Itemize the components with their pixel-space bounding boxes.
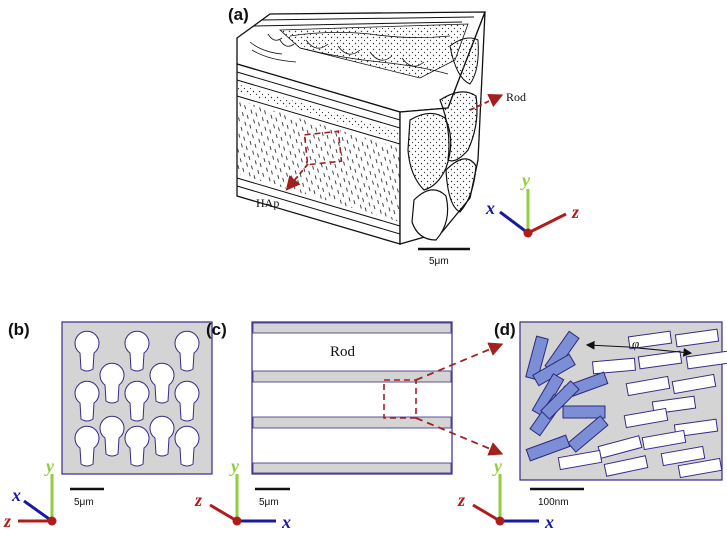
hap-crystals bbox=[525, 328, 727, 479]
inter-rod-band bbox=[252, 370, 452, 383]
scale-label-b: 5μm bbox=[74, 497, 94, 508]
blue-crystal bbox=[532, 353, 576, 387]
zoom-arrow-top bbox=[415, 342, 504, 381]
hap-label: HAp bbox=[256, 196, 279, 210]
zoom-arrow-bottom bbox=[415, 417, 504, 456]
axis-a-y: y bbox=[520, 170, 531, 190]
white-crystal bbox=[685, 350, 727, 370]
blue-crystal bbox=[562, 405, 606, 419]
keyhole-rod bbox=[99, 415, 125, 457]
axis-d-z: z bbox=[457, 490, 465, 510]
white-crystal bbox=[627, 330, 673, 350]
keyhole-rods bbox=[74, 330, 200, 467]
angle-arrow-right bbox=[627, 346, 693, 357]
white-crystal bbox=[592, 357, 636, 375]
axes-d: y z x bbox=[457, 456, 554, 532]
blue-crystal bbox=[525, 335, 549, 381]
keyhole-rod bbox=[149, 362, 175, 404]
axis-a-x: x bbox=[485, 198, 495, 218]
white-crystal bbox=[671, 373, 717, 395]
rod-label-a: Rod bbox=[506, 90, 526, 104]
white-crystal bbox=[677, 457, 723, 479]
axis-b-y: y bbox=[44, 456, 55, 476]
panel-b-label: (b) bbox=[8, 320, 30, 339]
keyhole-rod bbox=[124, 425, 150, 467]
white-crystal bbox=[623, 407, 669, 429]
keyhole-rod bbox=[124, 380, 150, 422]
axis-a-z: z bbox=[571, 202, 579, 222]
keyhole-rod bbox=[124, 330, 150, 372]
keyhole-rod bbox=[74, 380, 100, 422]
white-crystal bbox=[673, 418, 719, 438]
axes-c: y z x bbox=[194, 456, 291, 532]
zoom-selection-box bbox=[383, 379, 417, 419]
scale-label-c: 5μm bbox=[259, 497, 279, 508]
keyhole-rod bbox=[174, 380, 200, 422]
keyhole-rod bbox=[174, 425, 200, 467]
panel-a-label: (a) bbox=[228, 5, 249, 24]
top-face-bands bbox=[249, 16, 475, 79]
blue-crystal bbox=[567, 415, 609, 453]
white-crystal bbox=[625, 375, 671, 397]
white-crystal bbox=[603, 455, 649, 477]
inter-rod-band bbox=[252, 416, 452, 429]
keyhole-rod bbox=[149, 415, 175, 457]
axis-d-y: y bbox=[492, 456, 503, 476]
axis-c-y: y bbox=[229, 456, 240, 476]
blue-crystal bbox=[540, 380, 580, 420]
rod-cross-sections bbox=[407, 37, 479, 241]
white-crystal bbox=[660, 445, 706, 467]
panel-c: (c) Rod 5μm y z x bbox=[194, 320, 504, 532]
keyhole-rod bbox=[99, 362, 125, 404]
white-crystal bbox=[637, 350, 683, 370]
keyhole-rod bbox=[74, 330, 100, 372]
angle-arrow-left bbox=[585, 340, 629, 350]
rod-arrow bbox=[469, 94, 504, 111]
panel-d: (d) φ 100nm y z x bbox=[457, 320, 727, 532]
axis-c-z: z bbox=[194, 490, 202, 510]
panel-d-label: (d) bbox=[494, 320, 516, 339]
axis-d-x: x bbox=[544, 512, 554, 532]
scale-label-a: 5μm bbox=[429, 256, 449, 267]
panel-b: (b) 5μm y x z bbox=[3, 320, 213, 531]
white-crystal bbox=[641, 429, 687, 451]
axes-b: y x z bbox=[3, 456, 57, 531]
axes-a: y x z bbox=[485, 170, 579, 238]
front-face-bands bbox=[236, 71, 401, 235]
panel-a: (a) bbox=[228, 5, 579, 267]
panel-c-label: (c) bbox=[206, 320, 227, 339]
axis-b-x: x bbox=[11, 485, 21, 505]
white-crystal bbox=[674, 328, 720, 348]
blue-crystal bbox=[525, 434, 571, 462]
inter-rod-band bbox=[252, 462, 452, 474]
axis-b-z: z bbox=[3, 511, 11, 531]
angle-phi-label: φ bbox=[632, 336, 639, 351]
axis-c-x: x bbox=[281, 512, 291, 532]
panel-c-box bbox=[251, 321, 453, 475]
keyhole-rod bbox=[74, 425, 100, 467]
scale-label-d: 100nm bbox=[538, 497, 569, 508]
hap-selection-box bbox=[303, 130, 343, 166]
white-crystal bbox=[557, 449, 603, 471]
keyhole-rod bbox=[174, 330, 200, 372]
hap-arrow bbox=[285, 163, 309, 191]
rod-label-c: Rod bbox=[330, 344, 356, 360]
inter-rod-band bbox=[252, 322, 452, 334]
